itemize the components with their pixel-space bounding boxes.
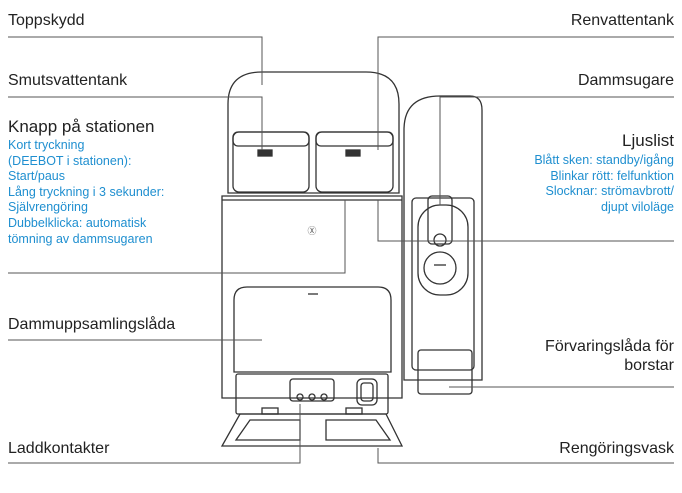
ramp-shape	[220, 413, 404, 447]
light-desc-line: djupt viloläge	[601, 199, 674, 214]
svg-text:Ⓧ: Ⓧ	[307, 226, 316, 237]
top-cover-shape	[227, 71, 400, 194]
button-desc-line: Självrengöring	[8, 200, 88, 215]
label-charging-contacts: Laddkontakter	[8, 440, 110, 457]
label-light-bar: Ljuslist	[622, 131, 674, 150]
label-brush-box: Förvaringslåda för borstar	[545, 337, 674, 375]
leader-lines	[8, 36, 674, 464]
light-description: Blått sken: standby/igång Blinkar rött: …	[534, 153, 674, 215]
label-dirty-water-tank: Smutsvattentank	[8, 72, 128, 89]
clean-water-tank-shape	[315, 131, 394, 193]
light-desc-line: Slocknar: strömavbrott/	[545, 184, 674, 199]
light-desc-line: Blått sken: standby/igång	[534, 153, 674, 167]
button-desc-line: (DEEBOT i stationen):	[8, 153, 132, 168]
button-desc-line: Lång tryckning i 3 sekunder:	[8, 184, 165, 199]
station-body-shape	[221, 195, 403, 399]
dirty-water-tank-shape	[232, 131, 310, 193]
brush-box-line: Förvaringslåda för	[545, 338, 674, 355]
dust-box-door-shape	[233, 286, 392, 373]
label-cleaning-tray: Rengöringsvask	[559, 440, 674, 457]
light-desc-line: Blinkar rött: felfunktion	[550, 168, 674, 183]
display-panel-shape	[289, 378, 335, 402]
button-desc-line: Start/paus	[8, 169, 65, 184]
button-description: Kort tryckning (DEEBOT i stationen): Sta…	[8, 138, 164, 247]
label-top-cover: Toppskydd	[8, 12, 85, 29]
button-desc-line: tömning av dammsugaren	[8, 231, 153, 246]
label-clean-water-tank: Renvattentank	[570, 12, 674, 29]
button-desc-line: Kort tryckning	[8, 138, 85, 152]
label-station-button: Knapp på stationen	[8, 117, 155, 136]
button-desc-line: Dubbelklicka: automatisk	[8, 215, 147, 230]
brush-box-line: borstar	[624, 357, 674, 374]
label-vacuum: Dammsugare	[577, 72, 674, 89]
vacuum-tower-shape	[403, 95, 483, 381]
label-dust-box: Dammuppsamlingslåda	[8, 316, 176, 333]
brush-box-shape	[417, 349, 473, 395]
